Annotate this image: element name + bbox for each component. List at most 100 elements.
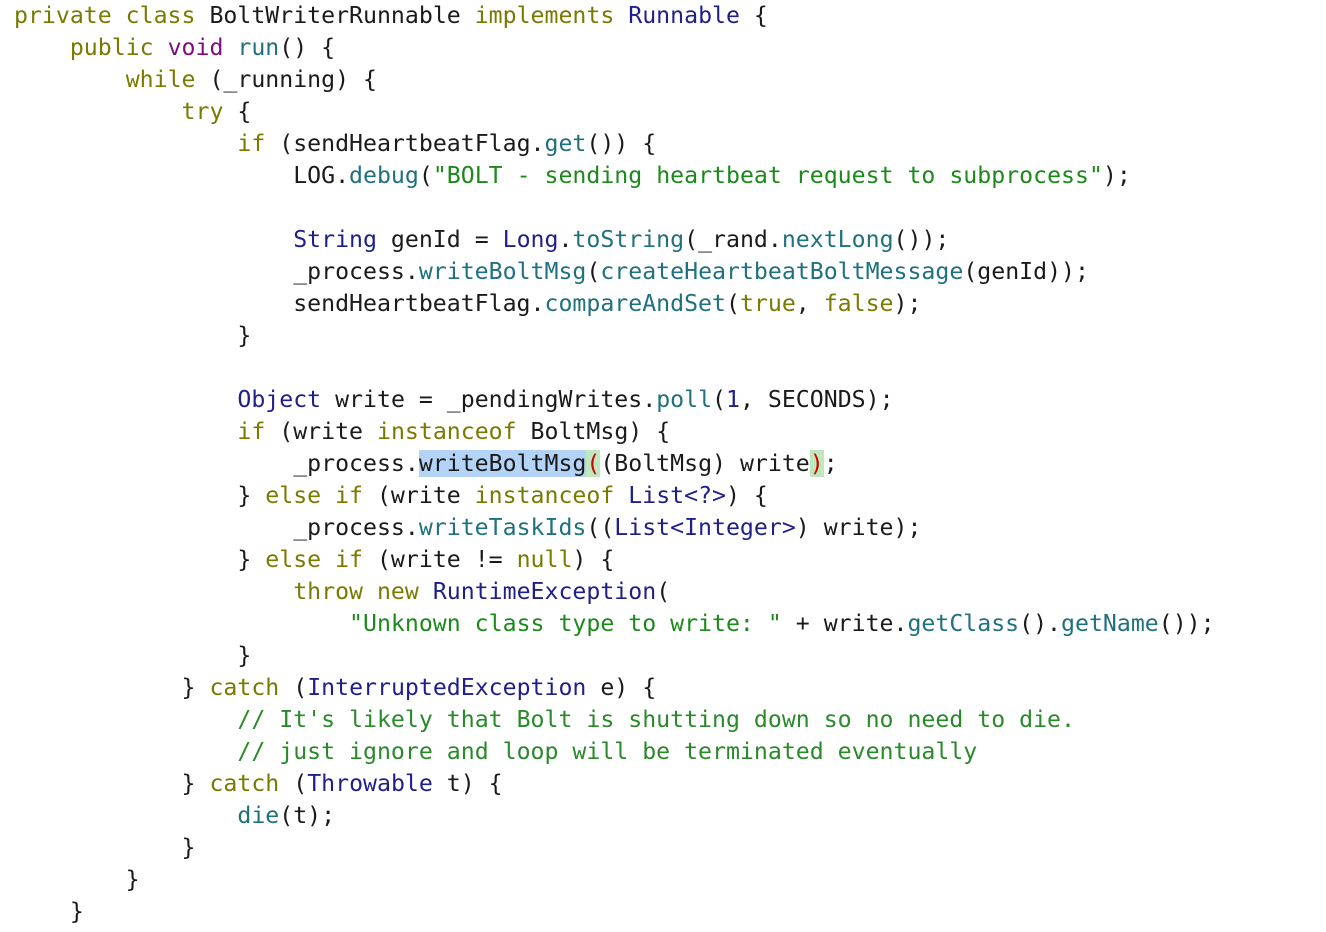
code-text: ( — [725, 290, 740, 317]
code-line[interactable]: } catch (Throwable t) { — [14, 768, 1215, 800]
code-line[interactable]: LOG.debug("BOLT - sending heartbeat requ… — [14, 160, 1215, 192]
keyword-token: false — [823, 290, 894, 317]
code-text: (_running) { — [195, 66, 377, 93]
method-token: run — [237, 34, 280, 61]
code-line[interactable]: throw new RuntimeException( — [14, 576, 1215, 608]
code-text: BoltMsg) { — [516, 418, 671, 445]
code-text: ) { — [572, 546, 615, 573]
code-line[interactable]: } — [14, 832, 1215, 864]
code-line[interactable]: } — [14, 864, 1215, 896]
code-text — [14, 98, 182, 125]
code-line[interactable]: if (sendHeartbeatFlag.get()) { — [14, 128, 1215, 160]
code-text: } — [14, 834, 196, 861]
method-token: get — [544, 130, 587, 157]
code-text: _process. — [14, 258, 419, 285]
matched-bracket: ( — [586, 450, 601, 477]
code-text: , — [795, 290, 824, 317]
code-text: ()); — [1158, 610, 1215, 637]
code-line[interactable]: die(t); — [14, 800, 1215, 832]
code-text: , SECONDS); — [739, 386, 894, 413]
keyword-token: true — [739, 290, 796, 317]
code-text: ); — [1102, 162, 1131, 189]
method-token: debug — [349, 162, 419, 189]
code-line[interactable]: _process.writeBoltMsg((BoltMsg) write); — [14, 448, 1215, 480]
code-text: . — [558, 226, 573, 253]
code-text: (write — [265, 418, 377, 445]
code-text: (). — [1019, 610, 1062, 637]
code-text: ; — [823, 450, 838, 477]
code-line[interactable]: } — [14, 320, 1215, 352]
code-line[interactable]: _process.writeBoltMsg(createHeartbeatBol… — [14, 256, 1215, 288]
code-text — [14, 130, 237, 157]
type-token: Object — [237, 386, 322, 413]
keyword-token: if — [237, 418, 266, 445]
code-line[interactable]: String genId = Long.toString(_rand.nextL… — [14, 224, 1215, 256]
keyword-token: void — [167, 34, 238, 61]
selected-text: writeBoltMsg — [418, 450, 587, 477]
code-text: } — [14, 770, 210, 797]
matched-bracket: ) — [809, 450, 824, 477]
code-text — [14, 610, 349, 637]
code-line[interactable]: } else if (write instanceof List<?>) { — [14, 480, 1215, 512]
code-text — [14, 706, 237, 733]
code-text: } — [14, 482, 266, 509]
keyword-token: else if — [265, 546, 364, 573]
string-token: "BOLT - sending heartbeat request to sub… — [432, 162, 1103, 189]
code-line[interactable]: if (write instanceof BoltMsg) { — [14, 416, 1215, 448]
code-text — [14, 418, 237, 445]
code-line[interactable]: } — [14, 640, 1215, 672]
code-editor[interactable]: private class BoltWriterRunnable impleme… — [14, 0, 1215, 928]
type-token: Throwable — [307, 770, 433, 797]
code-text: } — [14, 546, 266, 573]
method-token: poll — [656, 386, 713, 413]
code-line[interactable]: "Unknown class type to write: " + write.… — [14, 608, 1215, 640]
code-text: LOG. — [14, 162, 350, 189]
code-text — [14, 738, 237, 765]
code-line[interactable]: } catch (InterruptedException e) { — [14, 672, 1215, 704]
method-token: compareAndSet — [544, 290, 726, 317]
code-line[interactable]: // It's likely that Bolt is shutting dow… — [14, 704, 1215, 736]
method-token: createHeartbeatBoltMessage — [600, 258, 964, 285]
type-token: InterruptedException — [307, 674, 587, 701]
code-line[interactable]: Object write = _pendingWrites.poll(1, SE… — [14, 384, 1215, 416]
code-line[interactable] — [14, 352, 1215, 384]
keyword-token: while — [125, 66, 196, 93]
code-line[interactable]: } else if (write != null) { — [14, 544, 1215, 576]
string-token: "Unknown class type to write: " — [349, 610, 782, 637]
type-token: Long — [502, 226, 559, 253]
code-text — [14, 802, 237, 829]
code-line[interactable]: public void run() { — [14, 32, 1215, 64]
code-text: } — [14, 322, 252, 349]
code-line[interactable]: _process.writeTaskIds((List<Integer>) wr… — [14, 512, 1215, 544]
code-text — [14, 226, 293, 253]
code-line[interactable]: try { — [14, 96, 1215, 128]
code-text: ( — [586, 258, 601, 285]
code-text: (( — [586, 514, 615, 541]
code-text: ( — [279, 770, 308, 797]
code-text: + write. — [781, 610, 908, 637]
code-text: (t); — [279, 802, 336, 829]
code-line[interactable] — [14, 192, 1215, 224]
method-token: writeBoltMsg — [418, 258, 587, 285]
code-line[interactable]: while (_running) { — [14, 64, 1215, 96]
code-text: _process. — [14, 450, 419, 477]
code-text: } — [14, 674, 210, 701]
code-line[interactable]: sendHeartbeatFlag.compareAndSet(true, fa… — [14, 288, 1215, 320]
code-text: (_rand. — [684, 226, 782, 253]
code-line[interactable]: } — [14, 896, 1215, 928]
keyword-token: if — [237, 130, 266, 157]
type-token: String — [293, 226, 377, 253]
code-text — [14, 34, 70, 61]
method-token: getName — [1061, 610, 1159, 637]
code-text: BoltWriterRunnable — [209, 2, 475, 29]
code-text: ()) { — [586, 130, 657, 157]
code-text: ( — [279, 674, 308, 701]
keyword-token: instanceof — [474, 482, 615, 509]
code-text — [14, 578, 293, 605]
code-text — [14, 386, 237, 413]
keyword-token: null — [516, 546, 573, 573]
code-line[interactable]: // just ignore and loop will be terminat… — [14, 736, 1215, 768]
method-token: writeTaskIds — [418, 514, 587, 541]
code-text: (genId)); — [963, 258, 1089, 285]
code-line[interactable]: private class BoltWriterRunnable impleme… — [14, 0, 1215, 32]
